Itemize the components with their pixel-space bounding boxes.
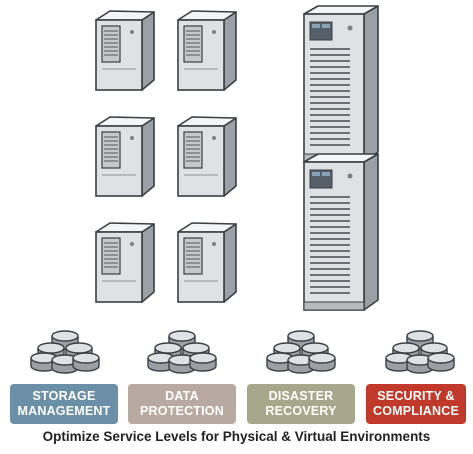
database-stack-icon	[148, 331, 216, 373]
tower-server-icon	[95, 116, 155, 197]
tower-server-icon	[177, 222, 237, 303]
disaster-recovery-label: DISASTER RECOVERY	[247, 384, 355, 424]
label-line: DISASTER	[268, 389, 334, 403]
label-line: RECOVERY	[265, 404, 337, 418]
database-stack-icon	[31, 331, 99, 373]
security-compliance-label: SECURITY & COMPLIANCE	[366, 384, 466, 424]
database-stack-icon	[267, 331, 335, 373]
data-protection-label: DATA PROTECTION	[128, 384, 236, 424]
label-line: MANAGEMENT	[17, 404, 111, 418]
rack-server-icon	[303, 5, 379, 163]
database-stack-icon	[386, 331, 454, 373]
label-line: PROTECTION	[140, 404, 224, 418]
label-line: DATA	[165, 389, 199, 403]
rack-server-icon	[303, 153, 379, 311]
tower-server-icon	[177, 116, 237, 197]
tower-server-icon	[177, 10, 237, 91]
label-line: COMPLIANCE	[372, 404, 460, 418]
storage-management-label: STORAGE MANAGEMENT	[10, 384, 118, 424]
tower-server-icon	[95, 222, 155, 303]
label-line: STORAGE	[32, 389, 96, 403]
label-line: SECURITY &	[377, 389, 455, 403]
diagram-caption: Optimize Service Levels for Physical & V…	[42, 429, 431, 444]
tower-server-icon	[95, 10, 155, 91]
